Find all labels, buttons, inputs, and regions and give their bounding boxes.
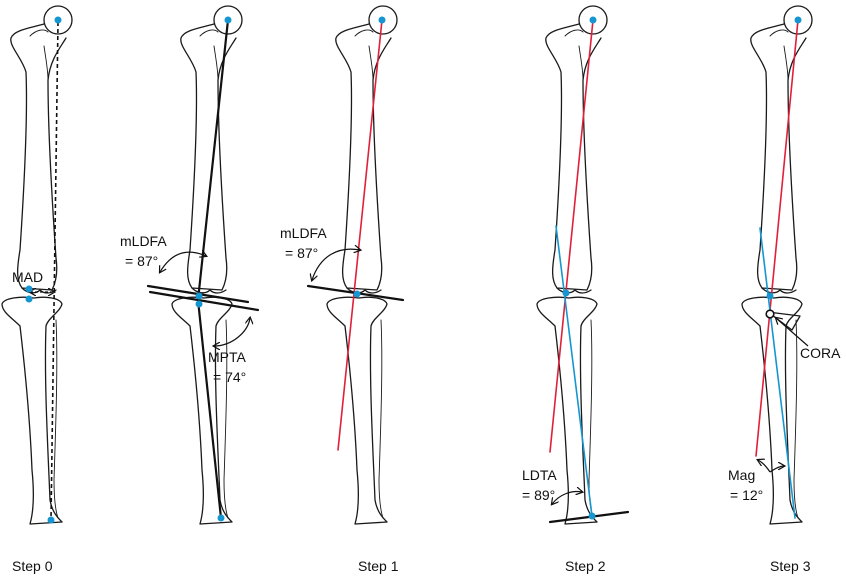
femoral-mechanical-axis [196, 18, 230, 302]
tibial-mechanical-axis-blue [759, 227, 796, 519]
knee-center-dot [195, 292, 203, 300]
panel-step-2: LDTA = 89° Step 2 [522, 5, 630, 574]
label-mpta-value: = 74° [213, 369, 246, 385]
tibial-plateau-dot [195, 300, 203, 308]
mpta-angle-arc [214, 318, 250, 346]
ankle-center-dot [217, 514, 225, 522]
panel-step-3: CORA Mag = 12° Step 3 [728, 5, 841, 574]
ankle-center-dot [588, 512, 596, 520]
mag-angle-arc-right [769, 466, 784, 473]
leg-outline [171, 5, 243, 525]
step-label-3: Step 3 [770, 558, 811, 574]
knee-center-dot [766, 292, 774, 300]
knee-center-dot [25, 285, 33, 293]
cora-point [765, 309, 775, 319]
panel-mpta: mLDFA = 87° MPTA = 74° [120, 5, 260, 525]
leg-outline [536, 5, 608, 525]
leg-outline [326, 5, 398, 525]
step-label-0: Step 0 [12, 558, 53, 574]
label-mad: MAD [12, 269, 43, 285]
femoral-head-center-dot [794, 16, 802, 24]
tibial-mechanical-axis [196, 298, 223, 520]
step-label-1: Step 1 [358, 558, 399, 574]
femoral-head-center-dot [589, 16, 597, 24]
label-ldta-value: = 89° [522, 487, 555, 503]
proximal-tibial-joint-line [148, 290, 260, 312]
mldfa-angle-arc [312, 249, 360, 280]
label-mpta: MPTA [208, 349, 247, 365]
knee-center-dot [562, 289, 570, 297]
ankle-center-dot [47, 516, 55, 524]
mechanical-axis-dashed [50, 21, 59, 521]
panel-step-0: MAD Step 0 [1, 5, 73, 574]
mldfa-angle-arc [160, 252, 206, 272]
femoral-head-center-dot [54, 16, 62, 24]
label-mag-value: = 12° [730, 487, 763, 503]
label-cora: CORA [800, 345, 841, 361]
femoral-mechanical-axis-red [337, 19, 383, 451]
femoral-head-center-dot [378, 16, 386, 24]
step-label-2: Step 2 [565, 558, 606, 574]
femoral-mechanical-axis-red [549, 19, 594, 453]
leg-outline [1, 5, 73, 525]
femoral-head-center-dot [224, 16, 232, 24]
tibial-mechanical-axis-blue [555, 225, 593, 517]
tibial-plateau-dot [25, 295, 33, 303]
ldta-angle-arc [552, 492, 582, 505]
leg-outline [741, 5, 813, 525]
cora-pointer-arrow [776, 318, 809, 347]
femoral-mechanical-axis-red [755, 19, 799, 457]
label-mldfa: mLDFA [280, 225, 327, 241]
label-mag: Mag [728, 467, 755, 483]
panel-step-1: mLDFA = 87° Step 1 [280, 5, 405, 574]
label-mldfa-value: = 87° [125, 253, 158, 269]
label-mldfa: mLDFA [120, 233, 167, 249]
label-mldfa-value: = 87° [285, 245, 318, 261]
knee-center-dot [353, 290, 361, 298]
label-ldta: LDTA [522, 467, 557, 483]
mag-angle-arc [758, 460, 771, 473]
